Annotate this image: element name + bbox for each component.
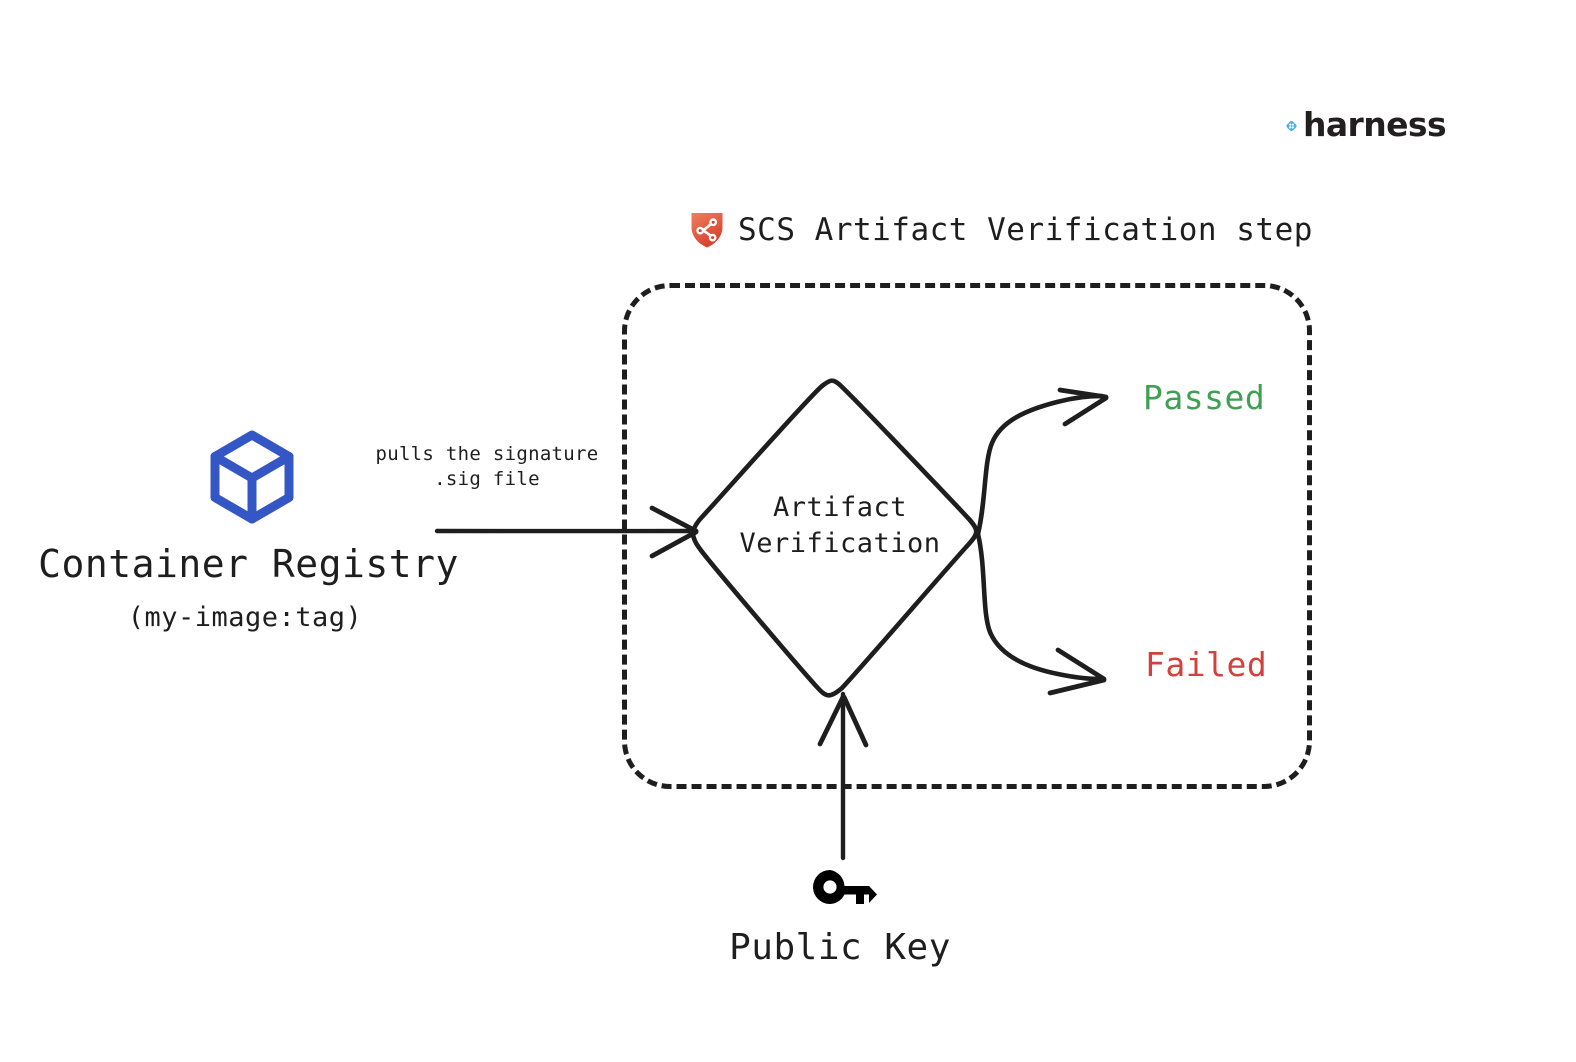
outcome-passed-label: Passed (1143, 378, 1266, 417)
pull-signature-line-2: .sig file (434, 468, 540, 490)
artifact-verification-line-2: Verification (739, 528, 941, 559)
step-title-label: SCS Artifact Verification step (738, 212, 1313, 248)
artifact-verification-line-1: Artifact (772, 492, 908, 523)
container-box-icon (206, 429, 298, 525)
container-registry-label: Container Registry (38, 542, 459, 586)
pull-signature-edge-label: pulls the signature .sig file (375, 442, 599, 492)
container-registry-tag: (my-image:tag) (127, 602, 363, 633)
key-icon (812, 866, 882, 908)
pull-signature-line-1: pulls the signature (375, 443, 599, 465)
outcome-failed-label: Failed (1145, 645, 1268, 684)
harness-diamond-logo-icon (1286, 120, 1297, 132)
step-title: SCS Artifact Verification step (690, 207, 1313, 253)
scs-shield-icon (691, 213, 723, 248)
scs-step-boundary (622, 283, 1312, 789)
artifact-verification-label: Artifact Verification (700, 490, 980, 562)
harness-wordmark: harness (1303, 105, 1447, 144)
public-key-label: Public Key (729, 927, 951, 968)
harness-logo: harness (1286, 100, 1447, 152)
